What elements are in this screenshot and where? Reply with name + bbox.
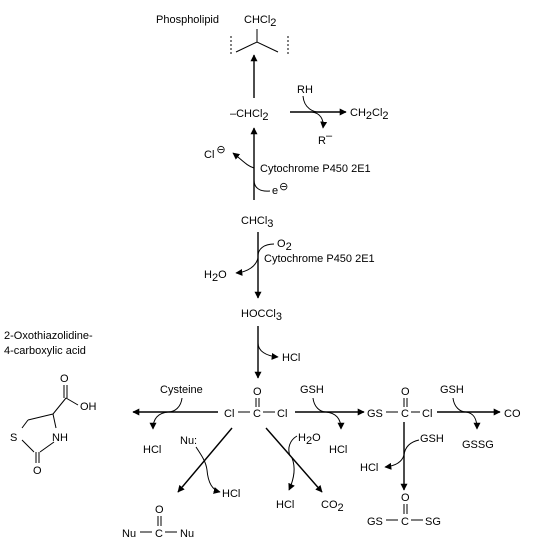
co-label: CO bbox=[504, 408, 521, 420]
gsh-3-label: GSH bbox=[420, 433, 444, 445]
gscocl-c: C bbox=[401, 408, 409, 420]
water-2-label: H2O bbox=[298, 432, 321, 447]
c4-carboxyl-bond bbox=[52, 397, 67, 415]
ch2cl2-label: CH2Cl2 bbox=[350, 107, 389, 122]
arrow-phosgene-to-co2 bbox=[265, 427, 323, 493]
otca-structure: 2-Oxothiazolidine- 4-carboxylic acid O O… bbox=[4, 330, 97, 477]
carboxyl-oh-bond bbox=[65, 397, 79, 406]
dgs-gs-left: GS bbox=[367, 516, 383, 528]
cyp2e1-oxidative-label: Cytochrome P450 2E1 bbox=[264, 253, 375, 265]
rh-label: RH bbox=[297, 84, 313, 96]
water-release-curve bbox=[235, 257, 259, 276]
dgs-o: O bbox=[401, 492, 410, 504]
phosgene-structure: O Cl C Cl bbox=[224, 386, 287, 420]
nucleophile-reaction: Nu: HCl O Nu C Nu bbox=[122, 427, 240, 540]
hcl-gsh3-curve bbox=[384, 454, 405, 470]
c4-n-bond bbox=[52, 413, 57, 429]
phosgene-cl-left: Cl bbox=[224, 408, 234, 420]
hcl-release-curve-1 bbox=[257, 342, 279, 360]
hcl-nu-label: HCl bbox=[222, 488, 240, 500]
hcl-product-1: HCl bbox=[282, 352, 300, 364]
hcl-gsh1-label: HCl bbox=[329, 444, 347, 456]
radical-reaction: –CHCl2 RH CH2Cl2 R– bbox=[230, 84, 389, 147]
electron-label: e⊖ bbox=[272, 181, 288, 197]
hcl-cys-curve bbox=[149, 411, 169, 430]
urea-nu-right: Nu bbox=[180, 528, 194, 540]
gssg-label: GSSG bbox=[462, 439, 494, 451]
hcl-gsh3-label: HCl bbox=[360, 462, 378, 474]
dichloromethyl-radical: –CHCl2 bbox=[230, 108, 269, 123]
co2-label: CO2 bbox=[321, 499, 344, 514]
gscocl-o: O bbox=[401, 386, 410, 398]
hcl-h2o-label: HCl bbox=[276, 499, 294, 511]
hcl-cys-label: HCl bbox=[143, 444, 161, 456]
c4-c5-bond bbox=[27, 413, 54, 421]
urea-c: C bbox=[155, 528, 163, 540]
phospholipid-adduct: Phospholipid CHCl2 bbox=[156, 14, 289, 56]
water-label: H2O bbox=[204, 269, 227, 284]
rh-curve bbox=[302, 95, 323, 113]
phosgene-o: O bbox=[253, 386, 262, 398]
chloride-release-curve bbox=[232, 152, 255, 169]
gscocl-gs: GS bbox=[367, 408, 383, 420]
chloroform-label: CHCl3 bbox=[241, 215, 273, 230]
hcl-nu-curve bbox=[206, 469, 221, 494]
urea-o: O bbox=[155, 504, 164, 516]
gssg-curve bbox=[465, 411, 481, 430]
dgs-sg-right: SG bbox=[425, 516, 441, 528]
electron-curve bbox=[253, 179, 271, 192]
s-c2-bond bbox=[21, 439, 35, 453]
cysteine-reaction: Cysteine HCl bbox=[132, 384, 218, 456]
glutathione-reaction: GSH HCl O GS C Cl GSH GSSG CO GSH HCl O … bbox=[295, 384, 521, 528]
water-2-curve bbox=[288, 435, 298, 457]
oxygen-label: O2 bbox=[277, 238, 292, 253]
gscocl-cl: Cl bbox=[422, 408, 432, 420]
arrow-phosgene-to-urea bbox=[177, 427, 233, 493]
nucleophile-label: Nu: bbox=[180, 435, 197, 447]
chcl2-top-label: CHCl2 bbox=[244, 14, 276, 29]
gsh-2-label: GSH bbox=[440, 384, 464, 396]
hcl-h2o-curve bbox=[288, 457, 295, 491]
lipid-chain bbox=[235, 41, 279, 53]
r-minus-curve bbox=[311, 111, 328, 129]
oxidative-step: O2 Cytochrome P450 2E1 H2O bbox=[204, 238, 375, 284]
r-minus-label: R– bbox=[318, 130, 333, 147]
c5-s-bond bbox=[21, 419, 29, 429]
trichloromethanol-label: HOCCl3 bbox=[241, 308, 282, 323]
nu-curve bbox=[195, 446, 208, 471]
hydrolysis-reaction: H2O HCl CO2 bbox=[265, 427, 344, 514]
phospholipid-label: Phospholipid bbox=[156, 14, 219, 26]
reductive-step: Cl⊖ Cytochrome P450 2E1 e⊖ bbox=[204, 144, 371, 197]
n-c2-bond bbox=[39, 441, 55, 453]
ring-nh: NH bbox=[52, 432, 68, 444]
phosgene-c: C bbox=[253, 408, 261, 420]
o2-curve bbox=[257, 243, 275, 257]
gsh-1-curve bbox=[312, 397, 327, 413]
cysteine-label: Cysteine bbox=[160, 384, 203, 396]
carboxyl-oh: OH bbox=[80, 401, 97, 413]
gsh-2-curve bbox=[452, 397, 467, 413]
chloride-anion: Cl⊖ bbox=[204, 144, 226, 161]
gsh-1-label: GSH bbox=[300, 384, 324, 396]
cyp2e1-reductive-label: Cytochrome P450 2E1 bbox=[260, 163, 371, 175]
ring-carbonyl-o: O bbox=[33, 465, 42, 477]
carboxyl-o: O bbox=[60, 373, 69, 385]
urea-nu-left: Nu bbox=[122, 528, 136, 540]
otca-name-line2: 4-carboxylic acid bbox=[4, 345, 86, 357]
gsh-3-curve bbox=[403, 439, 420, 456]
phosgene-cl-right: Cl bbox=[277, 408, 287, 420]
ring-sulfur: S bbox=[10, 432, 17, 444]
cysteine-curve bbox=[167, 397, 183, 413]
hcl-gsh1-curve bbox=[325, 411, 345, 430]
dgs-c: C bbox=[401, 516, 409, 528]
otca-name-line1: 2-Oxothiazolidine- bbox=[4, 330, 93, 342]
